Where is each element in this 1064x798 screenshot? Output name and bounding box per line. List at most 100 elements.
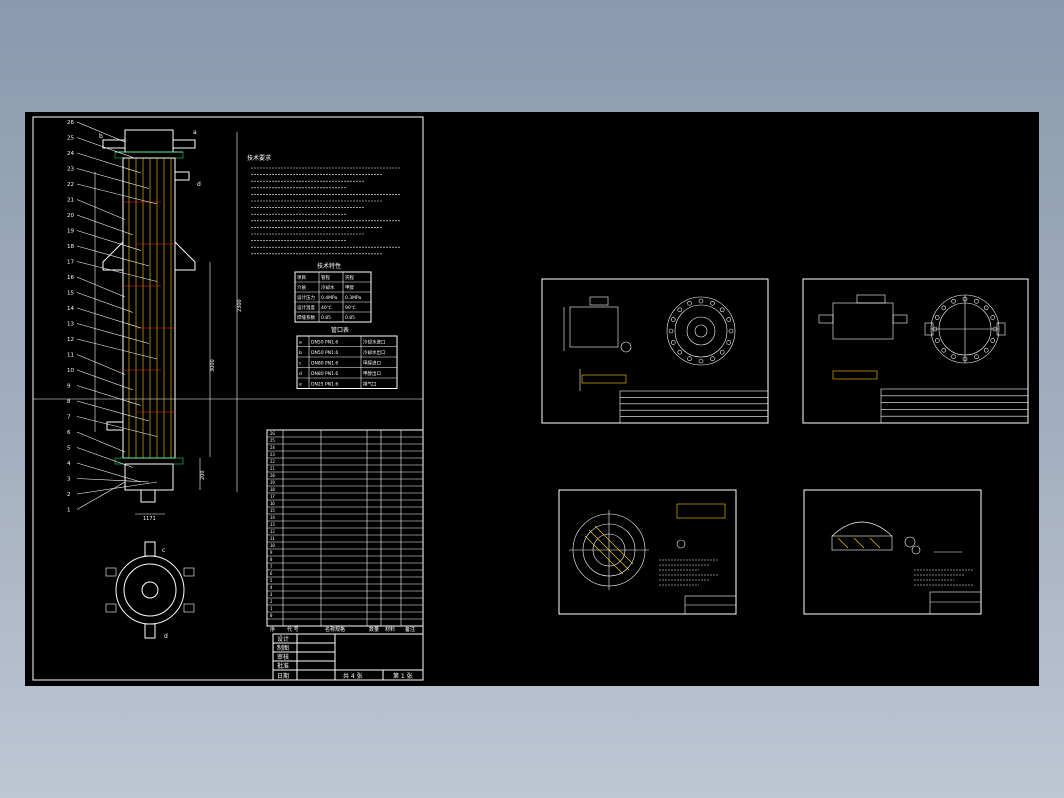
bolt-hole — [710, 356, 715, 362]
parts-row-seq: 16 — [270, 501, 275, 506]
bolt-hole — [698, 298, 704, 304]
tb-sheet-no: 第 1 张 — [393, 672, 413, 680]
main-sheet — [32, 116, 424, 681]
parts-row-seq: 19 — [270, 480, 275, 485]
table-cell: 甲醇进口 — [363, 360, 381, 367]
parts-row-seq: 23 — [270, 452, 275, 457]
detail-3-small-circle — [676, 539, 686, 549]
detail-1-face — [674, 304, 728, 358]
leader-line — [76, 447, 134, 468]
detail-2-border — [802, 278, 1029, 424]
leader-line — [76, 168, 150, 189]
tb-sheets-total: 共 4 张 — [343, 672, 363, 680]
top-view-nozzle-c — [144, 541, 156, 557]
detail-1-section — [581, 374, 627, 384]
parts-col-name: 名称规格 — [325, 626, 345, 633]
top-view-outer — [115, 555, 185, 625]
parts-row-seq: 20 — [270, 473, 275, 478]
table-cell: 设计温度 — [297, 304, 315, 311]
exchanger-top-view: c d — [105, 541, 195, 640]
leader-line — [76, 261, 158, 282]
bolt-hole — [726, 340, 732, 345]
parts-row-seq: 2 — [270, 599, 273, 604]
part-number-label: 18 — [67, 244, 74, 250]
top-view-nozzle-d — [144, 623, 156, 639]
parts-row-seq: 6 — [270, 571, 273, 576]
parts-row-seq: 5 — [270, 578, 273, 583]
bottom-tubesheet — [114, 457, 184, 465]
parts-row-seq: 10 — [270, 543, 275, 548]
part-number-label: 12 — [67, 337, 74, 343]
detail-3-hatch-3 — [584, 535, 624, 575]
parts-row-seq: 4 — [270, 585, 273, 590]
support-lug — [105, 567, 117, 577]
tb-row-approve: 批准 — [277, 662, 289, 670]
bolt-hole — [941, 305, 947, 311]
table-cell: DN50 PN1.6 — [311, 340, 338, 346]
nozzle-b — [102, 139, 126, 149]
parts-list: 2625242322212019181716151413121110987654… — [266, 429, 424, 633]
part-leaders: 2625242322212019181716151413121110987654… — [67, 120, 158, 514]
part-number-label: 17 — [67, 260, 74, 266]
bolt-hole — [687, 300, 692, 306]
table-cell: DN50 PN1.6 — [311, 350, 338, 356]
part-number-label: 10 — [67, 368, 74, 374]
main-sheet-border — [32, 116, 424, 681]
parts-col-note: 备注 — [405, 626, 415, 633]
parts-row-seq: 25 — [270, 438, 275, 443]
table-cell: 0.3MPa — [345, 295, 362, 301]
top-view-label-d: d — [164, 633, 168, 640]
leader-line — [76, 478, 150, 483]
parts-row-seq: 12 — [270, 529, 275, 534]
parts-row-seq: 17 — [270, 494, 275, 499]
leader-line — [76, 214, 134, 236]
bolt-hole — [990, 315, 996, 320]
leader-line — [76, 245, 150, 267]
detail-4-arc — [831, 521, 893, 537]
detail-3-notes — [659, 559, 719, 586]
tb-row-draw: 制图 — [277, 644, 289, 652]
table-cell: DN25 PN1.6 — [311, 382, 338, 388]
detail-2-nozzle-left — [818, 314, 834, 324]
part-number-label: 26 — [67, 120, 74, 126]
nozzle-label-d: d — [197, 181, 201, 188]
detail-1-bolts — [668, 298, 734, 364]
table-cell: b — [299, 350, 302, 356]
detail-4-notes — [914, 569, 974, 586]
leader-line — [76, 416, 158, 437]
detail-4-border — [803, 489, 982, 615]
leader-line — [76, 137, 134, 158]
detail-sheet-2 — [802, 278, 1029, 424]
title-block: 设计 制图 审核 批准 日期 共 4 张 第 1 张 — [272, 633, 424, 681]
part-number-label: 23 — [67, 167, 74, 173]
detail-1-nozzle — [589, 296, 609, 306]
part-number-label: 11 — [67, 353, 74, 359]
detail-4-table — [929, 591, 982, 615]
table-cell: e — [299, 383, 302, 388]
parts-col-qty: 数量 — [369, 626, 379, 633]
part-number-label: 7 — [67, 415, 71, 421]
detail-1-table — [619, 390, 769, 424]
table-cell: 0.4MPa — [321, 295, 338, 301]
leader-line — [76, 183, 158, 205]
bolt-hole — [728, 328, 734, 334]
bolt-hole — [990, 338, 996, 343]
parts-row-seq: 13 — [270, 522, 275, 527]
detail-4-hatch-3 — [869, 537, 881, 549]
detail-3-border — [558, 489, 737, 615]
bolt-hole — [677, 349, 683, 355]
part-number-label: 6 — [67, 430, 71, 436]
table-cell: 项目 — [297, 275, 306, 281]
top-view-inner — [123, 563, 177, 617]
detail-1-border — [541, 278, 769, 424]
leader-line — [76, 230, 142, 251]
leader-line — [76, 400, 150, 422]
parts-row-seq: 3 — [270, 592, 273, 597]
leader-line — [76, 481, 158, 495]
parts-row-seq: 26 — [270, 431, 275, 436]
nozzle-label-a: a — [193, 129, 197, 136]
part-number-label: 8 — [67, 399, 71, 405]
detail-2-lid — [856, 294, 886, 304]
